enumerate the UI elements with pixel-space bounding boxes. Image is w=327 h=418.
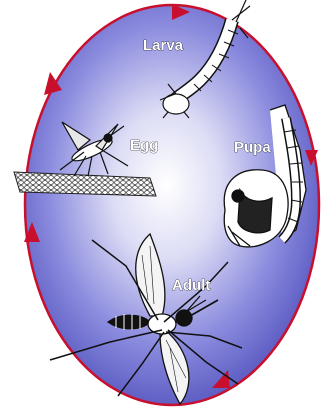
larva-label: Larva	[143, 37, 184, 54]
adult-label: Adult	[172, 277, 210, 294]
pupa-label: Pupa	[234, 139, 271, 156]
egg-label: Egg	[130, 137, 158, 154]
